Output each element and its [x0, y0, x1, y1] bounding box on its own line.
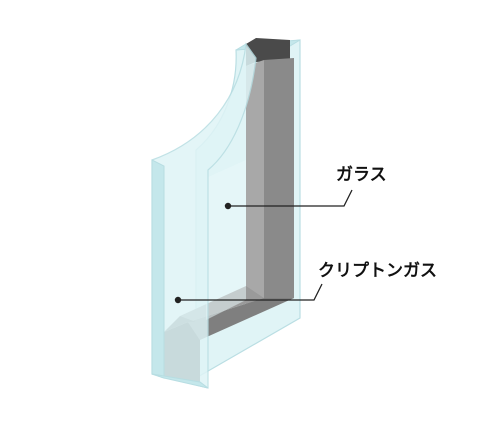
glass-callout: ガラス	[224, 165, 387, 210]
gas-cavity	[206, 160, 246, 320]
front-glass-bottom-edge	[151, 373, 209, 389]
glass-callout-line	[228, 189, 353, 207]
front-glass-edge	[151, 159, 165, 379]
spacer-vertical-bar	[264, 58, 294, 310]
glass-label: ガラス	[336, 165, 387, 185]
krypton-gas-callout: クリプトンガス	[174, 260, 437, 304]
spacer-bottom-bar	[188, 298, 294, 340]
spacer-vertical-bar-side	[246, 60, 264, 318]
krypton-gas-label: クリプトンガス	[318, 260, 437, 281]
krypton-gas-callout-line	[178, 283, 323, 301]
